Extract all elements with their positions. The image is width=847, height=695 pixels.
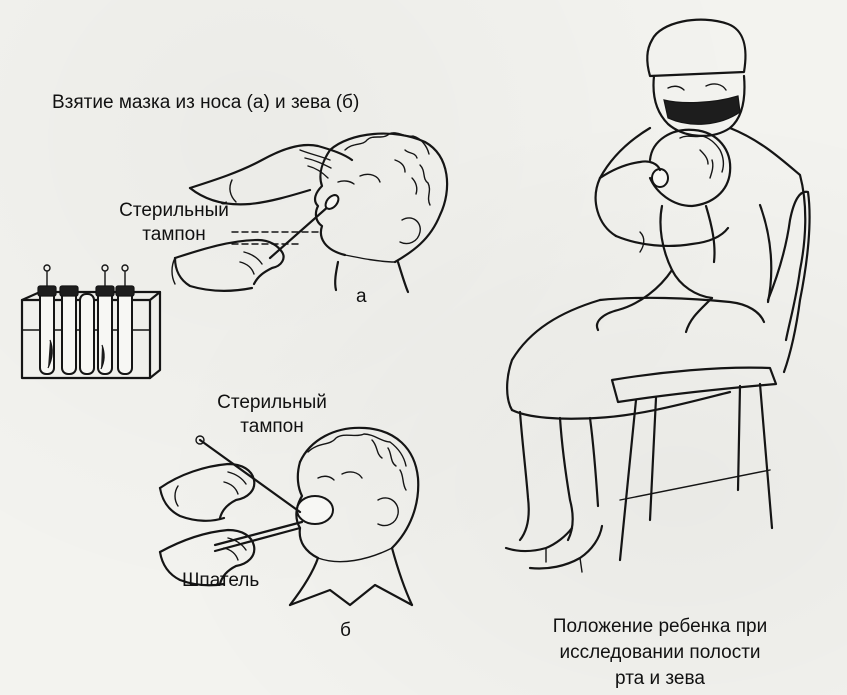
figure-title: Взятие мазка из носа (а) и зева (б)	[52, 92, 360, 113]
throat-figure-letter: б	[340, 620, 351, 641]
position-caption-line2: исследовании полости	[559, 642, 761, 663]
nose-figure-letter: а	[356, 286, 367, 307]
spatula-label: Шпатель	[182, 570, 260, 591]
position-caption-line1: Положение ребенка при	[552, 616, 768, 637]
nose-swab-label-line2: тампон	[142, 224, 206, 245]
nose-swab-illustration	[171, 132, 449, 294]
nose-swab-label-line1: Стерильный	[119, 200, 229, 221]
throat-swab-illustration	[158, 426, 420, 607]
throat-swab-label-line1: Стерильный	[217, 392, 327, 413]
test-tube-rack-illustration	[20, 264, 162, 380]
position-caption-line3: рта и зева	[615, 668, 705, 689]
throat-swab-label-line2: тампон	[240, 416, 304, 437]
nurse-with-child-illustration	[504, 18, 811, 573]
